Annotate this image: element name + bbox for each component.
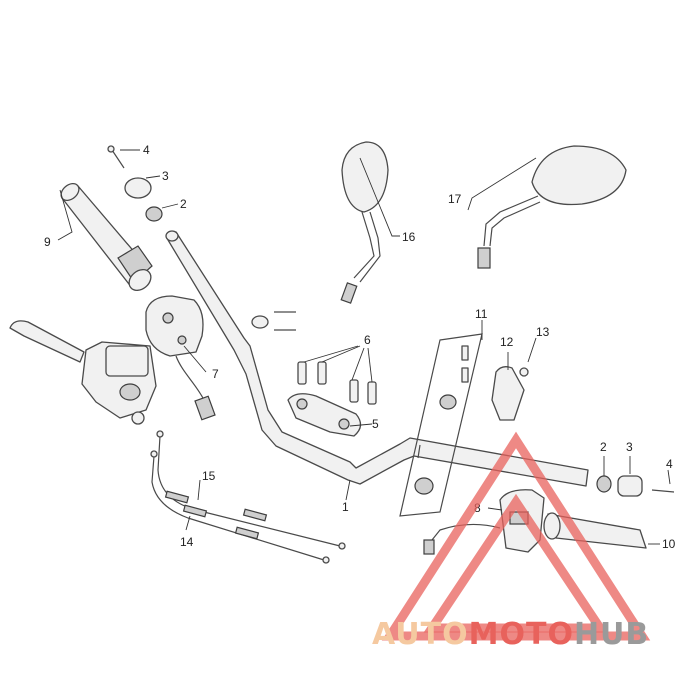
left-mirror: [340, 141, 389, 304]
watermark-logo: AUTOMOTOHUB: [372, 431, 651, 652]
screws-group: [399, 333, 483, 517]
left-grip: [60, 182, 153, 291]
right-mirror: [477, 145, 627, 269]
callout-4-left: 4: [143, 143, 150, 157]
callout-5: 5: [372, 417, 379, 431]
watermark-moto: MOTO: [469, 617, 574, 652]
callout-9: 9: [44, 235, 51, 249]
callout-16: 16: [402, 230, 416, 244]
svg-text:AUTOMOTOHUB: AUTOMOTOHUB: [372, 617, 649, 652]
right-switch-and-grip: [423, 489, 647, 555]
left-bar-end-parts: [107, 145, 163, 222]
callout-3-left: 3: [162, 169, 169, 183]
brake-switch: [491, 366, 529, 421]
callout-11: 11: [475, 307, 488, 321]
callout-15: 15: [202, 469, 216, 483]
handlebar: [165, 230, 589, 487]
callout-3-right: 3: [626, 440, 633, 454]
callout-10: 10: [662, 537, 676, 551]
callout-12: 12: [500, 335, 514, 349]
brake-master-cylinder: [9, 320, 157, 425]
watermark-hub: HUB: [574, 617, 649, 652]
right-bar-end-parts: [596, 475, 675, 497]
callout-13: 13: [536, 325, 550, 339]
callout-14: 14: [180, 535, 194, 549]
callout-2-left: 2: [180, 197, 187, 211]
callout-17: 17: [448, 192, 462, 206]
callout-1: 1: [342, 500, 349, 514]
handlebar-clamp: [287, 361, 377, 437]
callout-4-right: 4: [666, 457, 673, 471]
callout-2-right: 2: [600, 440, 607, 454]
upper-bolts: [251, 311, 296, 331]
leader-lines: [57, 149, 671, 545]
throttle-cables: [150, 430, 346, 564]
callout-7: 7: [212, 367, 219, 381]
callout-6: 6: [364, 333, 371, 347]
left-switch-housing: [145, 295, 216, 421]
watermark-auto: AUTO: [372, 617, 469, 652]
